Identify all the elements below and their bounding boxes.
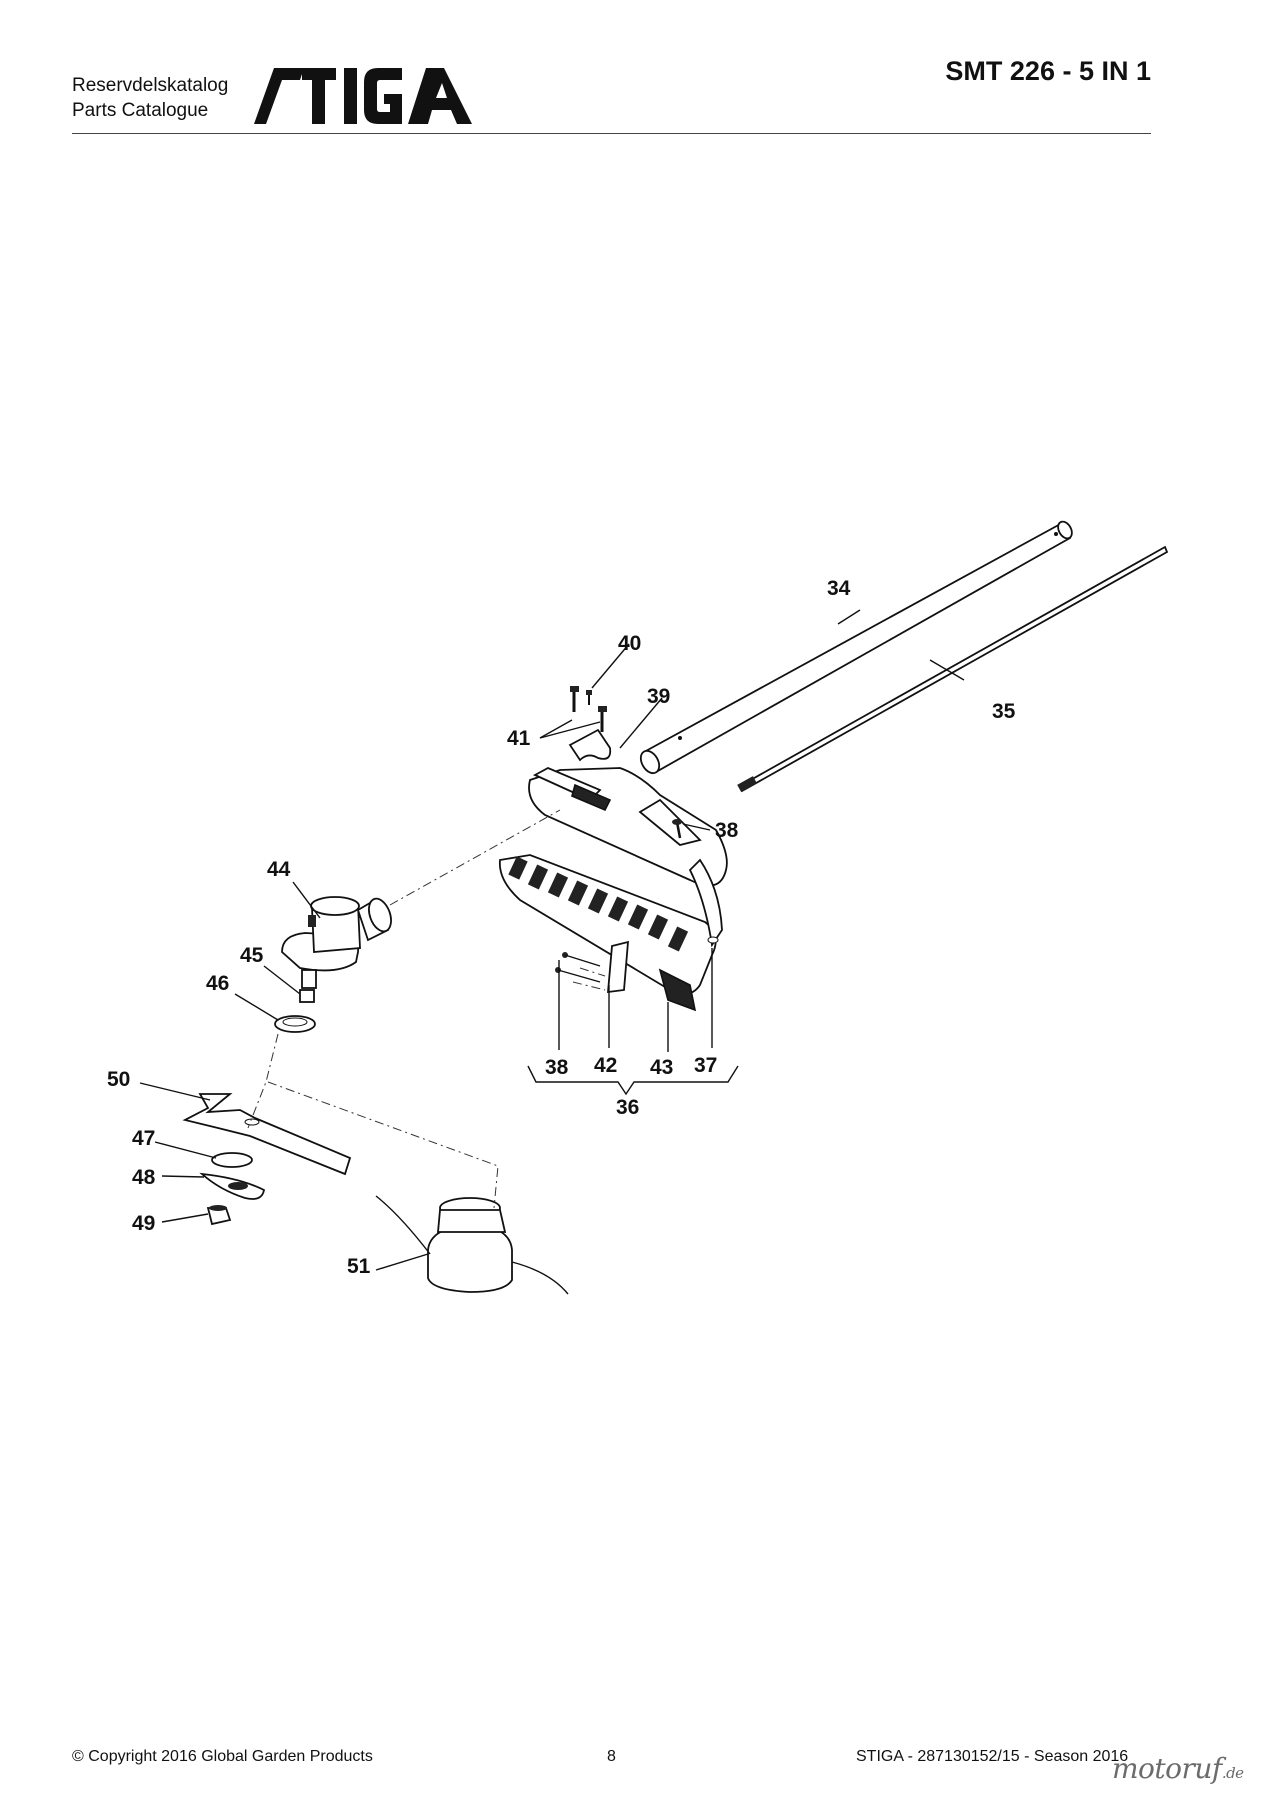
- footer-catalog-ref: STIGA - 287130152/15 - Season 2016: [856, 1748, 1129, 1765]
- nut-part: [206, 1205, 232, 1226]
- callout-42: 42: [594, 1054, 617, 1077]
- guard-part: [498, 767, 728, 995]
- drive-shaft-part: [737, 545, 1169, 793]
- callout-46: 46: [206, 972, 229, 995]
- callout-50: 50: [107, 1068, 130, 1091]
- callout-51: 51: [347, 1255, 371, 1278]
- callout-41: 41: [507, 727, 531, 750]
- screw-part: [672, 819, 682, 839]
- washer-part: [211, 1152, 253, 1168]
- callout-36: 36: [616, 1096, 639, 1119]
- bolts-part: [570, 686, 607, 732]
- callout-39: 39: [647, 685, 670, 708]
- clamp-part: [568, 728, 612, 762]
- watermark-text: motoruf: [1112, 1752, 1222, 1785]
- cup-part: [199, 1172, 265, 1200]
- callout-38-upper: 38: [715, 819, 739, 842]
- trimmer-head-part: [375, 1195, 569, 1295]
- callout-35: 35: [992, 700, 1016, 723]
- footer-page-number: 8: [607, 1748, 616, 1765]
- callout-37: 37: [694, 1054, 717, 1077]
- guard-screws-part: [555, 952, 601, 983]
- callout-44: 44: [267, 858, 291, 881]
- shaft-tube-part: [639, 520, 1073, 775]
- watermark-logo: motoruf.de: [1112, 1752, 1244, 1785]
- callout-38-lower: 38: [545, 1056, 569, 1079]
- stiga-logo: [254, 68, 472, 124]
- catalog-label-english: Parts Catalogue: [72, 100, 209, 121]
- callout-49: 49: [132, 1212, 155, 1235]
- catalog-label-swedish: Reservdelskatalog: [72, 75, 229, 96]
- callout-43: 43: [650, 1056, 673, 1079]
- bushing-part: [299, 989, 315, 1003]
- blade-part: [182, 1093, 352, 1176]
- watermark-suffix: .de: [1221, 1764, 1244, 1782]
- callout-47: 47: [132, 1127, 155, 1150]
- collar-part: [274, 1015, 316, 1033]
- plate-part: [607, 940, 630, 994]
- callout-34: 34: [827, 577, 851, 600]
- callout-40: 40: [618, 632, 641, 655]
- footer-copyright: © Copyright 2016 Global Garden Products: [72, 1748, 373, 1765]
- header-rule: [72, 133, 1151, 134]
- gearbox-part: [281, 896, 392, 989]
- line-cutter-part: [658, 968, 697, 1012]
- callout-45: 45: [240, 944, 264, 967]
- model-title: SMT 226 - 5 IN 1: [945, 56, 1151, 86]
- callout-48: 48: [132, 1166, 156, 1189]
